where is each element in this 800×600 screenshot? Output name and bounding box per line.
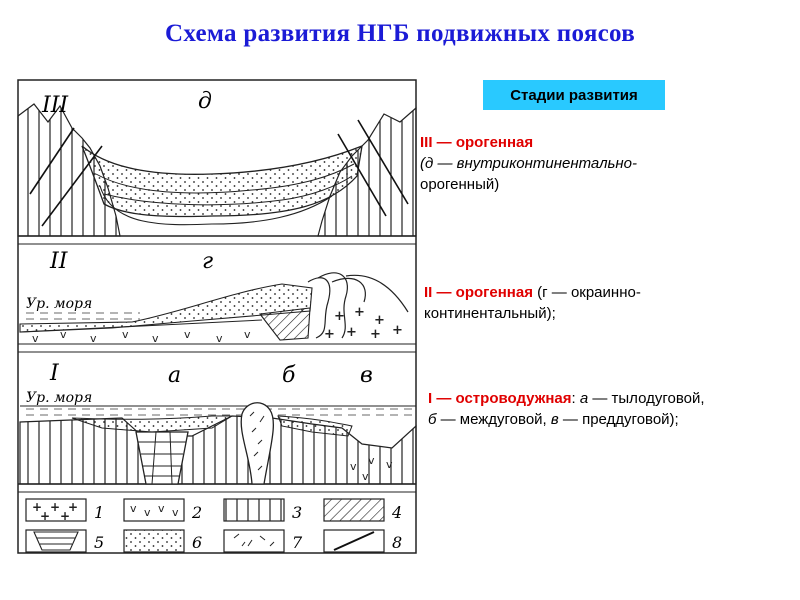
legend-label-2: 2 (191, 503, 202, 522)
svg-text:v: v (244, 328, 251, 341)
stage-1-letter-b: б (428, 411, 437, 428)
panel-1-letter-v: в (360, 363, 373, 388)
stage-3-name: III — орогенная (420, 134, 534, 151)
svg-text:v: v (368, 454, 375, 467)
stage-1-letter-a: а (579, 390, 589, 407)
stage-3-text: III — орогенная (д — внутриконтинентальн… (420, 132, 637, 195)
svg-text:+: + (68, 500, 78, 514)
stage-3-line-3: орогенный) (420, 176, 500, 193)
legend-label-7: 7 (292, 533, 303, 552)
legend-label-6: 6 (192, 533, 202, 552)
legend-label-1: 1 (94, 503, 104, 522)
svg-text:v: v (350, 460, 357, 473)
stage-3-line-2: (д — внутриконтинентально- (420, 155, 638, 172)
stage-2-name: II — орогенная (424, 284, 533, 301)
stage-1-text: I — островодужная: а — тылодуговой, б — … (428, 388, 705, 430)
svg-text:+: + (392, 323, 403, 338)
panel-1-letter-a: а (168, 363, 181, 388)
stage-1-letter-v: в (550, 411, 559, 428)
svg-text:+: + (334, 309, 345, 324)
stage-1-sep: : (571, 390, 580, 407)
legend-swatch-1 (25, 498, 87, 522)
svg-text:v: v (32, 332, 39, 345)
svg-text:v: v (172, 506, 179, 519)
panel-3-letter: д (198, 89, 212, 114)
stage-2-line-2: континентальный); (424, 305, 556, 322)
panel-2-letter: г (202, 249, 213, 274)
svg-text:v: v (122, 328, 129, 341)
legend-swatch-2 (123, 498, 185, 522)
legend-swatch-6 (123, 529, 185, 553)
legend-swatch-7 (223, 529, 285, 553)
svg-text:v: v (184, 328, 191, 341)
svg-text:+: + (60, 509, 70, 523)
panel-1-letter-b: б (282, 363, 296, 388)
svg-text:+: + (50, 500, 60, 514)
stage-1-rest-b: — междуговой, (436, 411, 551, 428)
stage-1-rest-a: — тылодуговой, (588, 390, 705, 407)
panel-3: III д (17, 89, 417, 245)
svg-text:v: v (158, 502, 165, 515)
svg-text:+: + (354, 305, 365, 320)
panel-3-roman: III (41, 93, 69, 118)
svg-text:v: v (216, 332, 223, 345)
stage-1-name: I — островодужная (428, 390, 572, 407)
svg-text:v: v (152, 332, 159, 345)
legend-label-8: 8 (392, 533, 402, 552)
legend-swatch-4 (323, 498, 385, 522)
svg-text:v: v (90, 332, 97, 345)
svg-text:+: + (374, 313, 385, 328)
stage-2-rest: (г — окраинно- (532, 284, 641, 301)
panel-1-roman: I (49, 361, 60, 386)
svg-text:v: v (60, 328, 67, 341)
stages-badge: Стадии развития (483, 80, 665, 110)
legend-label-4: 4 (391, 503, 402, 522)
svg-text:+: + (324, 327, 335, 342)
page-title: Схема развития НГБ подвижных поясов (164, 20, 636, 47)
panel-2-roman: II (49, 249, 69, 274)
svg-text:v: v (130, 502, 137, 515)
stage-2-text: II — орогенная (г — окраинно- континента… (424, 282, 641, 324)
svg-text:+: + (40, 509, 50, 523)
svg-text:+: + (370, 327, 381, 342)
svg-text:+: + (346, 325, 357, 340)
panel-1-sea-level: Ур. моря (26, 390, 92, 406)
svg-text:v: v (362, 470, 369, 483)
svg-text:v: v (144, 506, 151, 519)
svg-text:+: + (32, 500, 42, 514)
legend-swatch-3 (223, 498, 285, 522)
svg-text:v: v (386, 458, 393, 471)
stage-1-rest-v: — преддуговой); (558, 411, 679, 428)
panel-2-sea-level: Ур. моря (26, 296, 92, 312)
legend-label-5: 5 (94, 533, 104, 552)
legend-label-3: 3 (292, 503, 302, 522)
